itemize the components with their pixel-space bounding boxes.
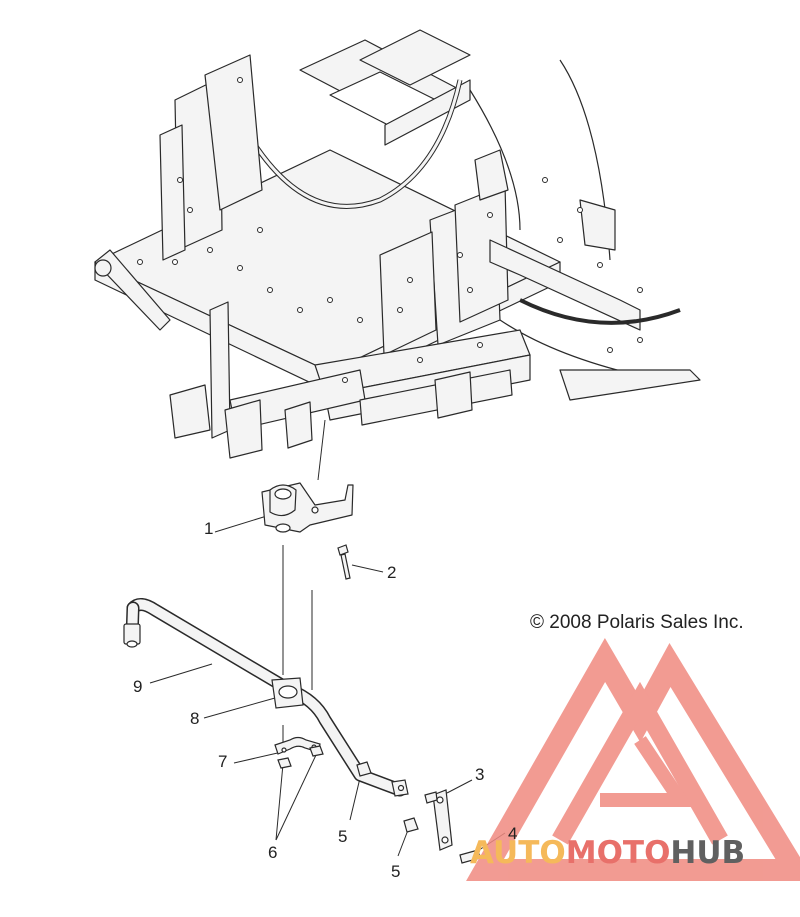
frame-holes bbox=[137, 77, 643, 383]
leader-lines bbox=[149, 419, 506, 857]
watermark-part-moto: MOTO bbox=[566, 835, 671, 871]
mount-bracket-part-1 bbox=[261, 482, 354, 533]
callout-4: 4 bbox=[508, 824, 518, 843]
callout-6: 6 bbox=[268, 843, 278, 862]
copyright-notice: © 2008 Polaris Sales Inc. bbox=[530, 612, 744, 633]
callout-1: 1 bbox=[204, 519, 214, 538]
stabilizer-bar-part-9 bbox=[125, 598, 407, 797]
watermark-part-hub: HUB bbox=[670, 835, 745, 871]
callout-8: 8 bbox=[190, 709, 200, 728]
callout-2: 2 bbox=[387, 563, 397, 582]
callout-9: 9 bbox=[133, 677, 143, 696]
vehicle-frame bbox=[94, 29, 701, 459]
callout-5a: 5 bbox=[338, 827, 348, 846]
callout-5b: 5 bbox=[391, 862, 401, 881]
bolt-part-2 bbox=[337, 544, 351, 580]
bar-end-fittings bbox=[123, 623, 409, 797]
bushing-part-8 bbox=[271, 677, 304, 709]
link-part-3 bbox=[424, 789, 453, 851]
watermark-part-auto: AUTO bbox=[470, 835, 566, 871]
callout-7: 7 bbox=[218, 752, 228, 771]
nuts-part-5 bbox=[356, 761, 419, 833]
callout-3: 3 bbox=[475, 765, 485, 784]
nuts-part-6 bbox=[277, 745, 324, 769]
watermark-text: AUTOMOTOHUB bbox=[470, 835, 745, 871]
watermark-logo bbox=[466, 638, 800, 881]
